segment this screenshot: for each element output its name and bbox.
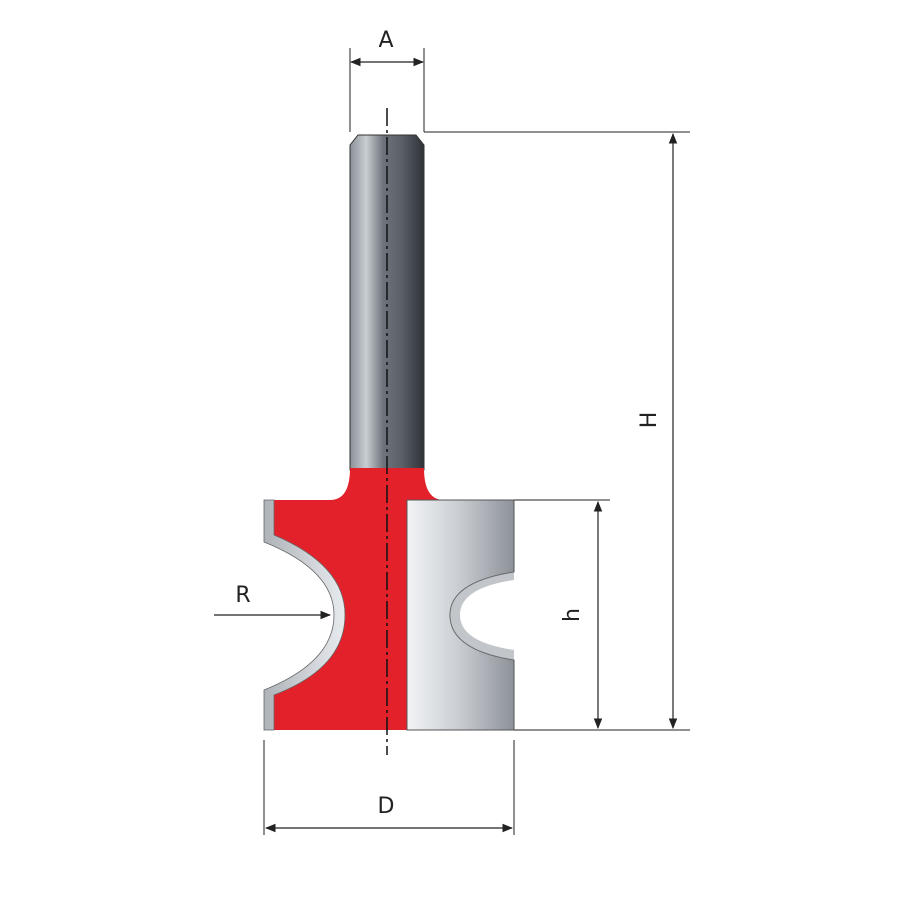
red-body-left [264, 500, 407, 730]
blade-inner-shade [450, 572, 514, 660]
shank [349, 134, 425, 471]
dimension-r: R [214, 583, 332, 620]
dimension-a: A [349, 28, 425, 132]
dimension-d: D [263, 740, 515, 835]
label-d: D [378, 794, 395, 819]
cutter-body [263, 468, 444, 731]
label-a: A [378, 28, 393, 53]
blade-body [406, 499, 515, 731]
left-carbide-edge [263, 499, 346, 731]
dimension-h: h [514, 499, 610, 730]
label-r: R [235, 583, 250, 608]
shank-body [349, 134, 425, 471]
label-h-total: H [637, 412, 662, 429]
dimension-h-total: H [424, 131, 690, 731]
label-h: h [560, 608, 585, 622]
shank-fillet [330, 468, 444, 500]
blade [406, 499, 515, 731]
